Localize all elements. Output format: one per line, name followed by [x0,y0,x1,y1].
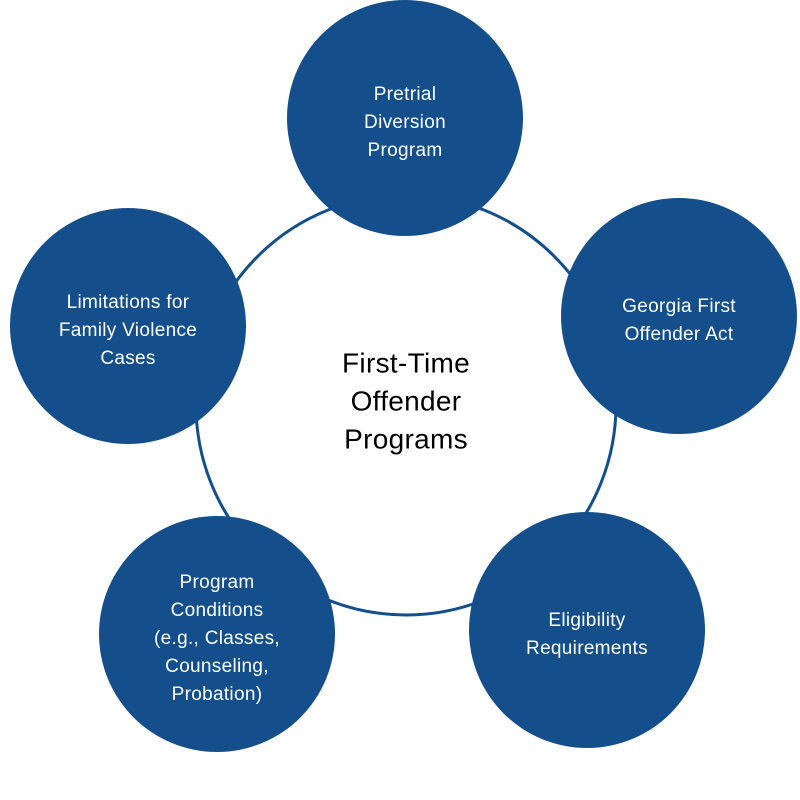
label-line: First-Time [342,347,470,378]
label-line: Offender Act [625,324,734,345]
label-line: Programs [344,423,468,454]
node-circle [287,0,523,236]
label-line: Requirements [526,638,648,659]
label-line: Family Violence [59,320,197,341]
node-circle [561,198,797,434]
label-line: Offender [351,385,462,416]
node-circle [10,208,246,444]
label-line: Diversion [364,112,446,133]
node-circle [469,512,705,748]
label-line: Limitations for [67,292,190,313]
node-circle [99,516,335,752]
label-line: Counseling, [165,656,269,677]
label-line: Program [368,140,443,161]
label-line: Georgia First [622,296,736,317]
label-line: (e.g., Classes, [154,628,280,649]
label-line: Conditions [171,600,264,621]
label-line: Probation) [172,684,263,705]
label-line: Eligibility [548,610,625,631]
label-line: Pretrial [374,84,437,105]
label-line: Program [180,572,255,593]
label-line: Cases [100,348,155,369]
